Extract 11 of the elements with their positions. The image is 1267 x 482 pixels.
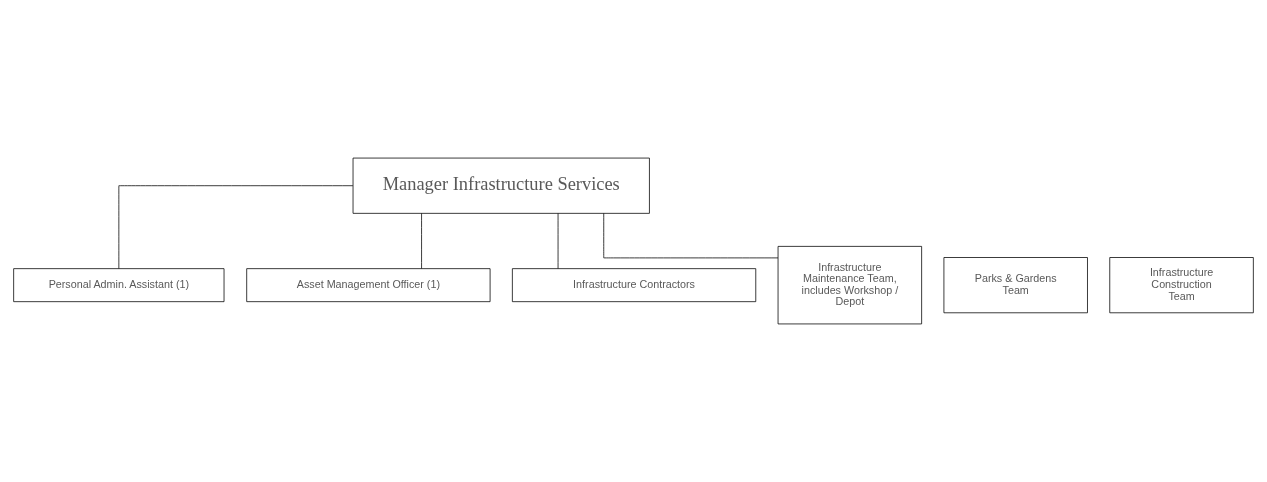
connector: [421, 213, 422, 269]
connector: [603, 213, 779, 259]
connector: [557, 213, 559, 269]
node-box: Asset Management Officer (1): [246, 268, 491, 303]
node-box: Infrastructure Maintenance Team, includes Workshop / Depot: [777, 246, 923, 325]
node-box: Personal Admin. Assistant (1): [13, 268, 225, 303]
node-box: Infrastructure Construction Team: [1109, 257, 1254, 314]
node-box: Parks & Gardens Team: [943, 257, 1088, 314]
connector: [118, 185, 354, 269]
node-box: Infrastructure Contractors: [512, 268, 757, 303]
node-box: Manager Infrastructure Services: [352, 157, 650, 214]
